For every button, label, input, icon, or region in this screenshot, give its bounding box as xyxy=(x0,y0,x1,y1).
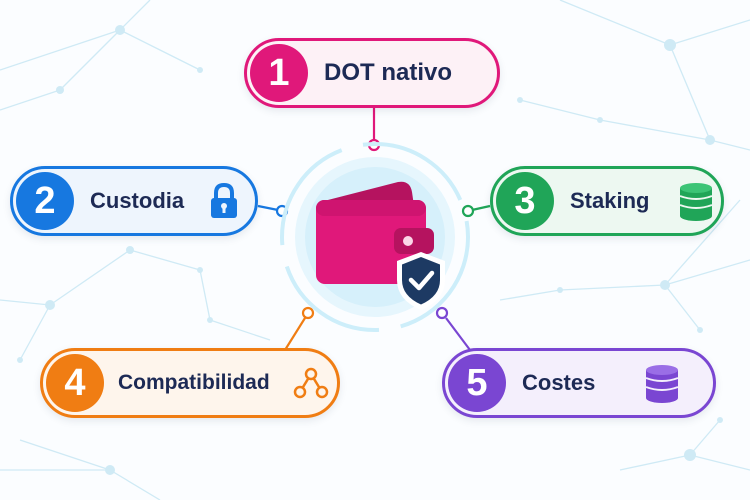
coin-stack-icon xyxy=(645,365,679,403)
item-label: Compatibilidad xyxy=(118,371,270,394)
number-badge: 2 xyxy=(16,172,74,230)
number-badge: 1 xyxy=(250,44,308,102)
network-nodes-icon xyxy=(293,367,329,399)
number-badge: 4 xyxy=(46,354,104,412)
item-compatibilidad: 4 Compatibilidad xyxy=(40,348,340,418)
number-badge: 3 xyxy=(496,172,554,230)
coin-stack-icon xyxy=(679,183,713,221)
number-badge: 5 xyxy=(448,354,506,412)
wallet-shield-icon xyxy=(280,142,470,332)
item-dot-nativo: 1 DOT nativo xyxy=(244,38,500,108)
item-label: Costes xyxy=(522,370,596,395)
item-costes: 5 Costes xyxy=(442,348,716,418)
item-label: Custodia xyxy=(90,188,185,213)
item-label: Staking xyxy=(570,188,650,213)
padlock-icon xyxy=(211,182,237,218)
item-staking: 3 Staking xyxy=(490,166,724,236)
item-custodia: 2 Custodia xyxy=(10,166,258,236)
item-label: DOT nativo xyxy=(324,59,453,86)
